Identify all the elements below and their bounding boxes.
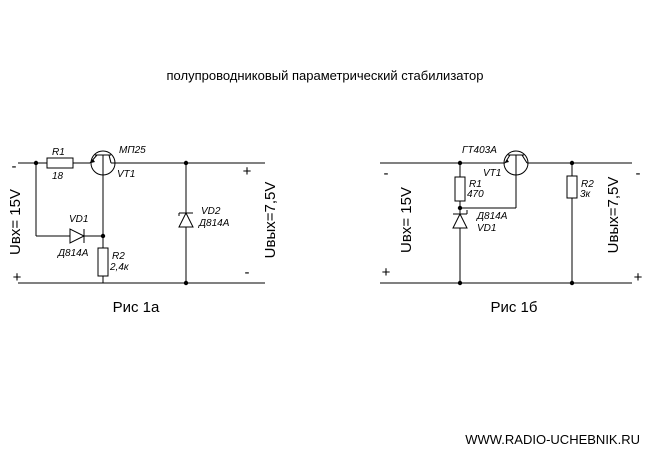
output-voltage-label: Uвых=7,5V [262,182,279,259]
output-minus-sign: - [245,264,250,281]
input-minus-sign: - [12,158,17,175]
input-voltage-label: Uвх= 15V [398,187,415,253]
junction-dot [457,205,463,211]
junction-dot [183,280,189,286]
resistor-r2 [566,175,578,199]
vd1-type-label: Д814А [476,211,508,222]
resistor-r1 [46,157,74,169]
resistor-r2 [97,247,109,277]
diode-vd1 [69,228,86,244]
vd2-type-label: Д814А [198,218,230,229]
junction-dot [33,160,39,166]
r1-value-label: 470 [467,189,484,200]
junction-dot [183,160,189,166]
output-minus-sign: - [636,165,641,182]
r1-value-label: 18 [52,171,64,182]
transistor-vt1 [89,150,116,176]
r2-name-label: R2 [581,179,594,190]
r1-name-label: R1 [469,179,482,190]
vd1-name-label: VD1 [69,214,88,225]
website-link[interactable]: WWW.RADIO-UCHEBNIK.RU [465,432,640,447]
schematic-fig-1b: ГТ403А VT1 R1 470 Д814А VD1 R2 3к - + Uв… [380,145,643,316]
vd1-type-label: Д814А [57,248,89,259]
transistor-type-label: МП25 [119,145,146,156]
junction-dot [457,280,463,286]
transistor-name-label: VT1 [483,168,501,179]
input-minus-sign: - [384,165,389,182]
caption-fig-1a: Рис 1а [113,299,160,316]
vd1-name-label: VD1 [477,223,496,234]
junction-dot [569,280,575,286]
input-plus-sign: + [382,264,391,281]
junction-dot [569,160,575,166]
output-plus-sign: + [243,163,252,180]
caption-fig-1b: Рис 1б [491,299,538,316]
junction-dot [457,160,463,166]
wiring-fig-1b [380,162,632,284]
resistor-r1 [454,176,466,202]
output-voltage-label: Uвых=7,5V [605,177,622,254]
transistor-vt1 [503,150,529,176]
transistor-type-label: ГТ403А [462,145,497,156]
input-plus-sign: + [13,269,22,286]
input-voltage-label: Uвх= 15V [7,189,24,255]
r1-name-label: R1 [52,147,65,158]
r2-value-label: 3к [580,189,592,200]
r2-name-label: R2 [112,251,125,262]
page-title: полупроводниковый параметрический стабил… [167,68,484,83]
transistor-name-label: VT1 [117,169,135,180]
zener-vd2 [178,211,194,228]
r2-value-label: 2,4к [109,262,130,273]
zener-vd1 [452,210,468,229]
output-plus-sign: + [634,269,643,286]
junction-dot [100,233,106,239]
schematic-fig-1a: R1 18 МП25 VT1 VD1 Д814А R2 2,4к VD2 Д81… [7,145,279,316]
vd2-name-label: VD2 [201,206,221,217]
